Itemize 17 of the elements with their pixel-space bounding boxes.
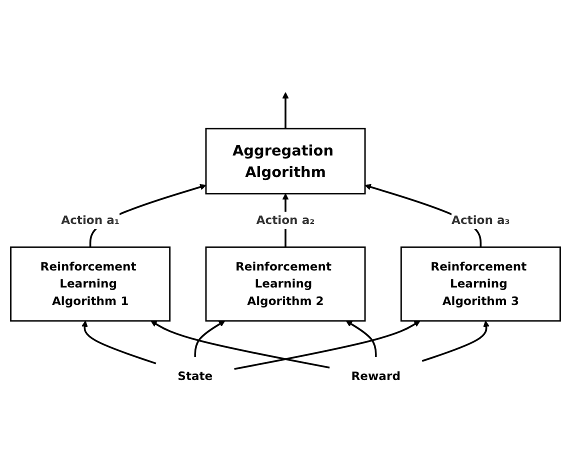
node-box [400,246,561,322]
node-box [205,246,366,322]
arrow [150,320,330,368]
flowchart-drawing: Action a₁ Action a₂ Action a₃ Aggregation Algorithm Reinforcement Learning Algorithm 1 Reinforcement Learning Algorithm 2 Reinforcement Learning Algorithm 3 State Reward [5,64,566,402]
arrow [282,92,289,128]
node-box [205,127,366,194]
arrow [346,320,377,357]
arrow [234,320,420,370]
arrow [422,320,490,362]
arrow [82,320,156,364]
node-box [10,246,171,322]
arrow [194,320,226,357]
node-text: Reward [351,368,400,383]
edge-label: Action a₁ [61,212,120,226]
edge-label: Action a₃ [451,212,510,226]
edge-label: Action a₂ [256,212,315,226]
node-text: State [178,368,213,383]
